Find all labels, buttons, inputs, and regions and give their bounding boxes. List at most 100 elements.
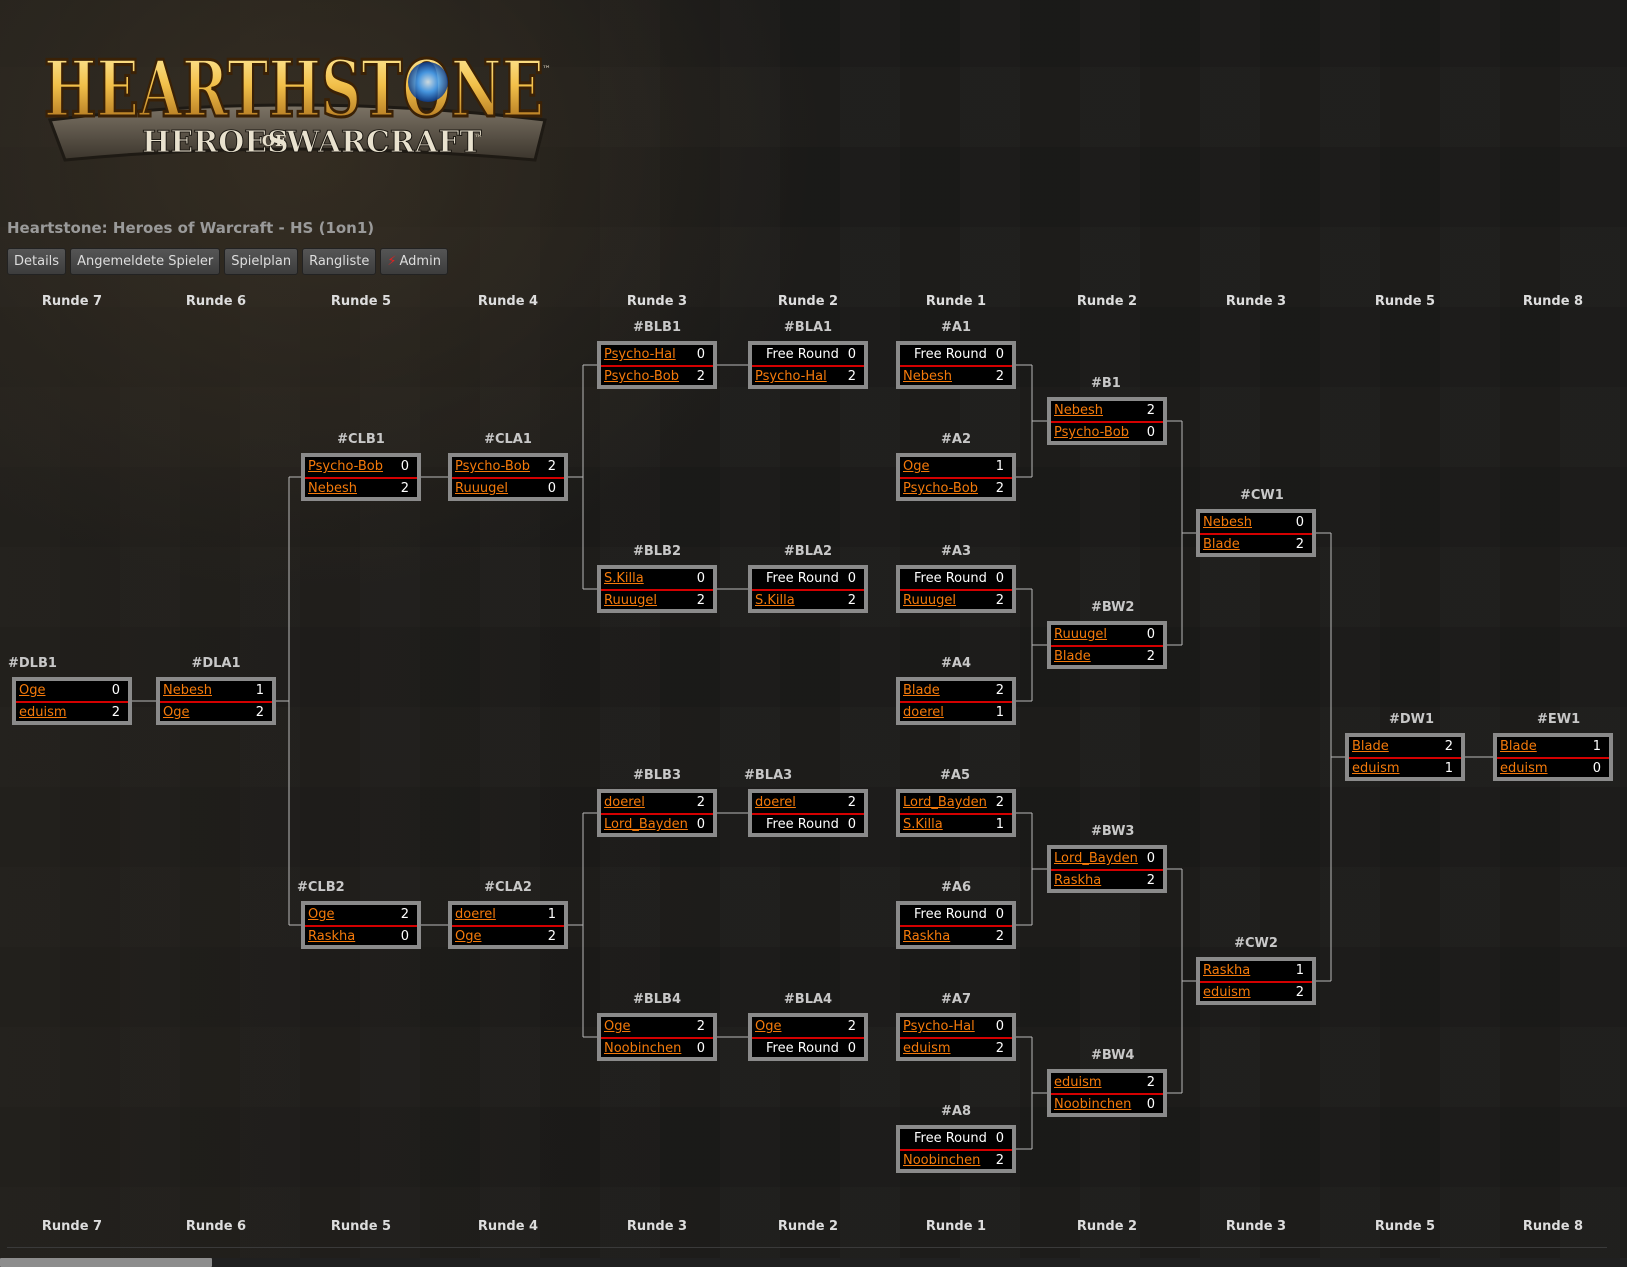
round-header-top-10: Runde 8 xyxy=(1522,294,1584,309)
match-score: 0 xyxy=(995,571,1004,586)
player-link[interactable]: doerel xyxy=(755,795,796,810)
player-link[interactable]: Psycho-Hal xyxy=(903,1019,975,1034)
svg-text:WARCRAFT: WARCRAFT xyxy=(285,125,482,160)
horizontal-scrollbar[interactable] xyxy=(0,1258,1627,1267)
player-link[interactable]: Raskha xyxy=(1054,873,1102,888)
player-link[interactable]: Oge xyxy=(19,683,46,698)
player-link[interactable]: Blade xyxy=(903,683,940,698)
player-link[interactable]: Lord_Bayden xyxy=(604,817,688,832)
player-link[interactable]: Psycho-Hal xyxy=(755,369,827,384)
match-score: 0 xyxy=(400,459,409,474)
player-link[interactable]: Oge xyxy=(308,907,335,922)
player-link[interactable]: Oge xyxy=(455,929,482,944)
details-button[interactable]: Details xyxy=(7,248,67,275)
player-link[interactable]: Psycho-Hal xyxy=(604,347,676,362)
round-header-bottom-8: Runde 3 xyxy=(1225,1219,1287,1234)
match-id-label: #A5 xyxy=(940,768,970,783)
player-link[interactable]: Lord_Bayden xyxy=(903,795,987,810)
match-id-label: #EW1 xyxy=(1537,712,1581,727)
player-link[interactable]: Lord_Bayden xyxy=(1054,851,1138,866)
player-link[interactable]: doerel xyxy=(455,907,496,922)
match-id-label: #DW1 xyxy=(1389,712,1435,727)
schedule-button[interactable]: Spielplan xyxy=(224,248,299,275)
match-id-label: #BLB1 xyxy=(632,320,682,335)
player-link[interactable]: Noobinchen xyxy=(604,1041,682,1056)
match-score: 2 xyxy=(547,929,556,944)
match-score: 2 xyxy=(1146,873,1155,888)
player-link[interactable]: eduism xyxy=(903,1041,951,1056)
match-score: 1 xyxy=(1592,739,1601,754)
match-score: 2 xyxy=(995,795,1004,810)
player-link[interactable]: Oge xyxy=(755,1019,782,1034)
player-link[interactable]: S.Killa xyxy=(755,593,795,608)
ranking-button[interactable]: Rangliste xyxy=(302,248,377,275)
player-link[interactable]: eduism xyxy=(1500,761,1548,776)
player-link[interactable]: doerel xyxy=(903,705,944,720)
match-score: 0 xyxy=(696,347,705,362)
player-link[interactable]: Oge xyxy=(903,459,930,474)
player-link[interactable]: Raskha xyxy=(903,929,951,944)
player-link[interactable]: Oge xyxy=(163,705,190,720)
match-id-label: #DLB1 xyxy=(8,656,57,671)
player-link[interactable]: eduism xyxy=(19,705,67,720)
match-score: 2 xyxy=(1295,985,1304,1000)
player-link[interactable]: Blade xyxy=(1054,649,1091,664)
player-link[interactable]: Raskha xyxy=(1203,963,1251,978)
player-link[interactable]: S.Killa xyxy=(903,817,943,832)
svg-text:HEROES: HEROES xyxy=(142,125,289,160)
match-score: 2 xyxy=(995,1041,1004,1056)
match-score: 0 xyxy=(847,347,856,362)
registered-players-button[interactable]: Angemeldete Spieler xyxy=(70,248,221,275)
player-link[interactable]: Nebesh xyxy=(1054,403,1103,418)
player-link[interactable]: Psycho-Bob xyxy=(308,459,384,474)
player-link[interactable]: Ruuugel xyxy=(455,481,509,496)
player-link[interactable]: Blade xyxy=(1352,739,1389,754)
player-link[interactable]: Nebesh xyxy=(308,481,357,496)
player-link[interactable]: Ruuugel xyxy=(604,593,658,608)
lightning-icon: ⚡︎ xyxy=(387,254,397,269)
match-id-label: #BLB4 xyxy=(632,992,682,1007)
player-link[interactable]: doerel xyxy=(604,795,645,810)
player-link[interactable]: Psycho-Bob xyxy=(455,459,531,474)
admin-button[interactable]: ⚡︎Admin xyxy=(380,248,448,275)
match-score: 1 xyxy=(1295,963,1304,978)
round-header-top-9: Runde 5 xyxy=(1374,294,1436,309)
match-slot-top: Psycho-Bob 0 xyxy=(305,457,417,479)
match-id-label: #CLB2 xyxy=(297,880,345,895)
player-link[interactable]: S.Killa xyxy=(604,571,644,586)
player-link[interactable]: Nebesh xyxy=(163,683,212,698)
player-link[interactable]: eduism xyxy=(1352,761,1400,776)
match-score: 0 xyxy=(111,683,120,698)
player-link[interactable]: Raskha xyxy=(308,929,356,944)
player-link[interactable]: Psycho-Bob xyxy=(1054,425,1130,440)
player-link[interactable]: Blade xyxy=(1500,739,1537,754)
match-score: 2 xyxy=(1146,403,1155,418)
player-link[interactable]: eduism xyxy=(1203,985,1251,1000)
player-link[interactable]: Nebesh xyxy=(1203,515,1252,530)
scrollbar-thumb[interactable] xyxy=(0,1258,212,1267)
match-score: 2 xyxy=(696,369,705,384)
match-score: 0 xyxy=(1146,627,1155,642)
player-link[interactable]: Noobinchen xyxy=(903,1153,981,1168)
player-link[interactable]: Psycho-Bob xyxy=(903,481,979,496)
player-link[interactable]: Ruuugel xyxy=(903,593,957,608)
player-link[interactable]: Nebesh xyxy=(903,369,952,384)
player-link[interactable]: Psycho-Bob xyxy=(604,369,680,384)
player-link[interactable]: Ruuugel xyxy=(1054,627,1108,642)
player-link[interactable]: Blade xyxy=(1203,537,1240,552)
match-score: 2 xyxy=(995,683,1004,698)
player-link[interactable]: Noobinchen xyxy=(1054,1097,1132,1112)
player-link[interactable]: eduism xyxy=(1054,1075,1102,1090)
match-score: 0 xyxy=(696,1041,705,1056)
player-link[interactable]: Oge xyxy=(604,1019,631,1034)
